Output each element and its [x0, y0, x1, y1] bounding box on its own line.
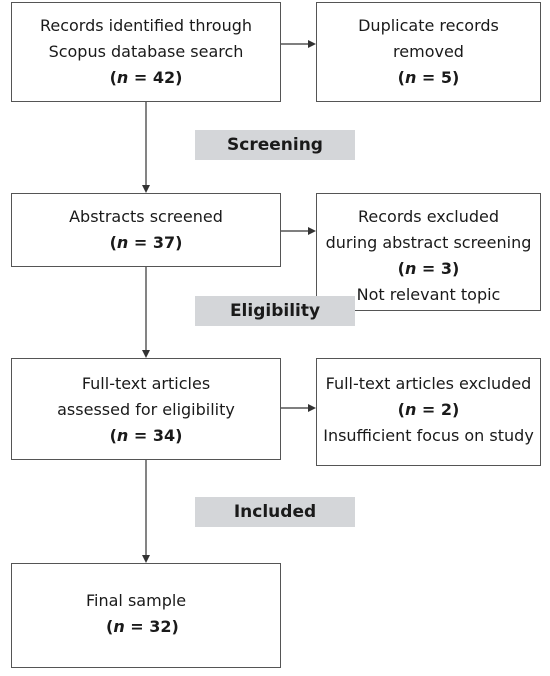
duplicates-removed-count: (n = 5): [397, 68, 460, 87]
records-identified-count: (n = 42): [109, 68, 183, 87]
fulltext-assessed-count: (n = 34): [109, 426, 183, 445]
arrowhead-icon: [308, 227, 316, 235]
arrowhead-icon: [308, 404, 316, 412]
records-excluded-abstract-box: Records excluded during abstract screeni…: [316, 193, 541, 311]
stage-screening-label: Screening: [195, 130, 355, 160]
stage-included-label: Included: [195, 497, 355, 527]
records-identified-line2: Scopus database search: [48, 42, 244, 61]
abstracts-screened-line1: Abstracts screened: [69, 207, 223, 226]
arrowhead-icon: [142, 350, 150, 358]
fulltext-excluded-box: Full-text articles excluded (n = 2) Insu…: [316, 358, 541, 466]
final-sample-count: (n = 32): [106, 617, 179, 636]
arrowhead-icon: [142, 185, 150, 193]
final-sample-box: Final sample (n = 32): [11, 563, 281, 668]
records-identified-box: Records identified through Scopus databa…: [11, 2, 281, 102]
records-excluded-line1: Records excluded: [358, 207, 499, 226]
duplicates-removed-line2: removed: [393, 42, 464, 61]
abstracts-screened-box: Abstracts screened (n = 37): [11, 193, 281, 267]
fulltext-assessed-line2: assessed for eligibility: [57, 400, 235, 419]
stage-eligibility-label: Eligibility: [195, 296, 355, 326]
fulltext-excluded-reason: Insufficient focus on study: [323, 426, 534, 445]
arrowhead-icon: [142, 555, 150, 563]
fulltext-excluded-line1: Full-text articles excluded: [325, 374, 532, 393]
duplicates-removed-line1: Duplicate records: [358, 16, 499, 35]
records-identified-line1: Records identified through: [39, 16, 253, 35]
duplicates-removed-box: Duplicate records removed (n = 5): [316, 2, 541, 102]
arrowhead-icon: [308, 40, 316, 48]
records-excluded-count: (n = 3): [397, 259, 460, 278]
final-sample-line1: Final sample: [86, 591, 187, 610]
records-excluded-line2: during abstract screening: [325, 233, 532, 252]
fulltext-assessed-line1: Full-text articles: [81, 374, 211, 393]
abstracts-screened-count: (n = 37): [109, 233, 183, 252]
fulltext-excluded-count: (n = 2): [397, 400, 460, 419]
fulltext-assessed-box: Full-text articles assessed for eligibil…: [11, 358, 281, 460]
records-excluded-reason: Not relevant topic: [356, 285, 501, 304]
